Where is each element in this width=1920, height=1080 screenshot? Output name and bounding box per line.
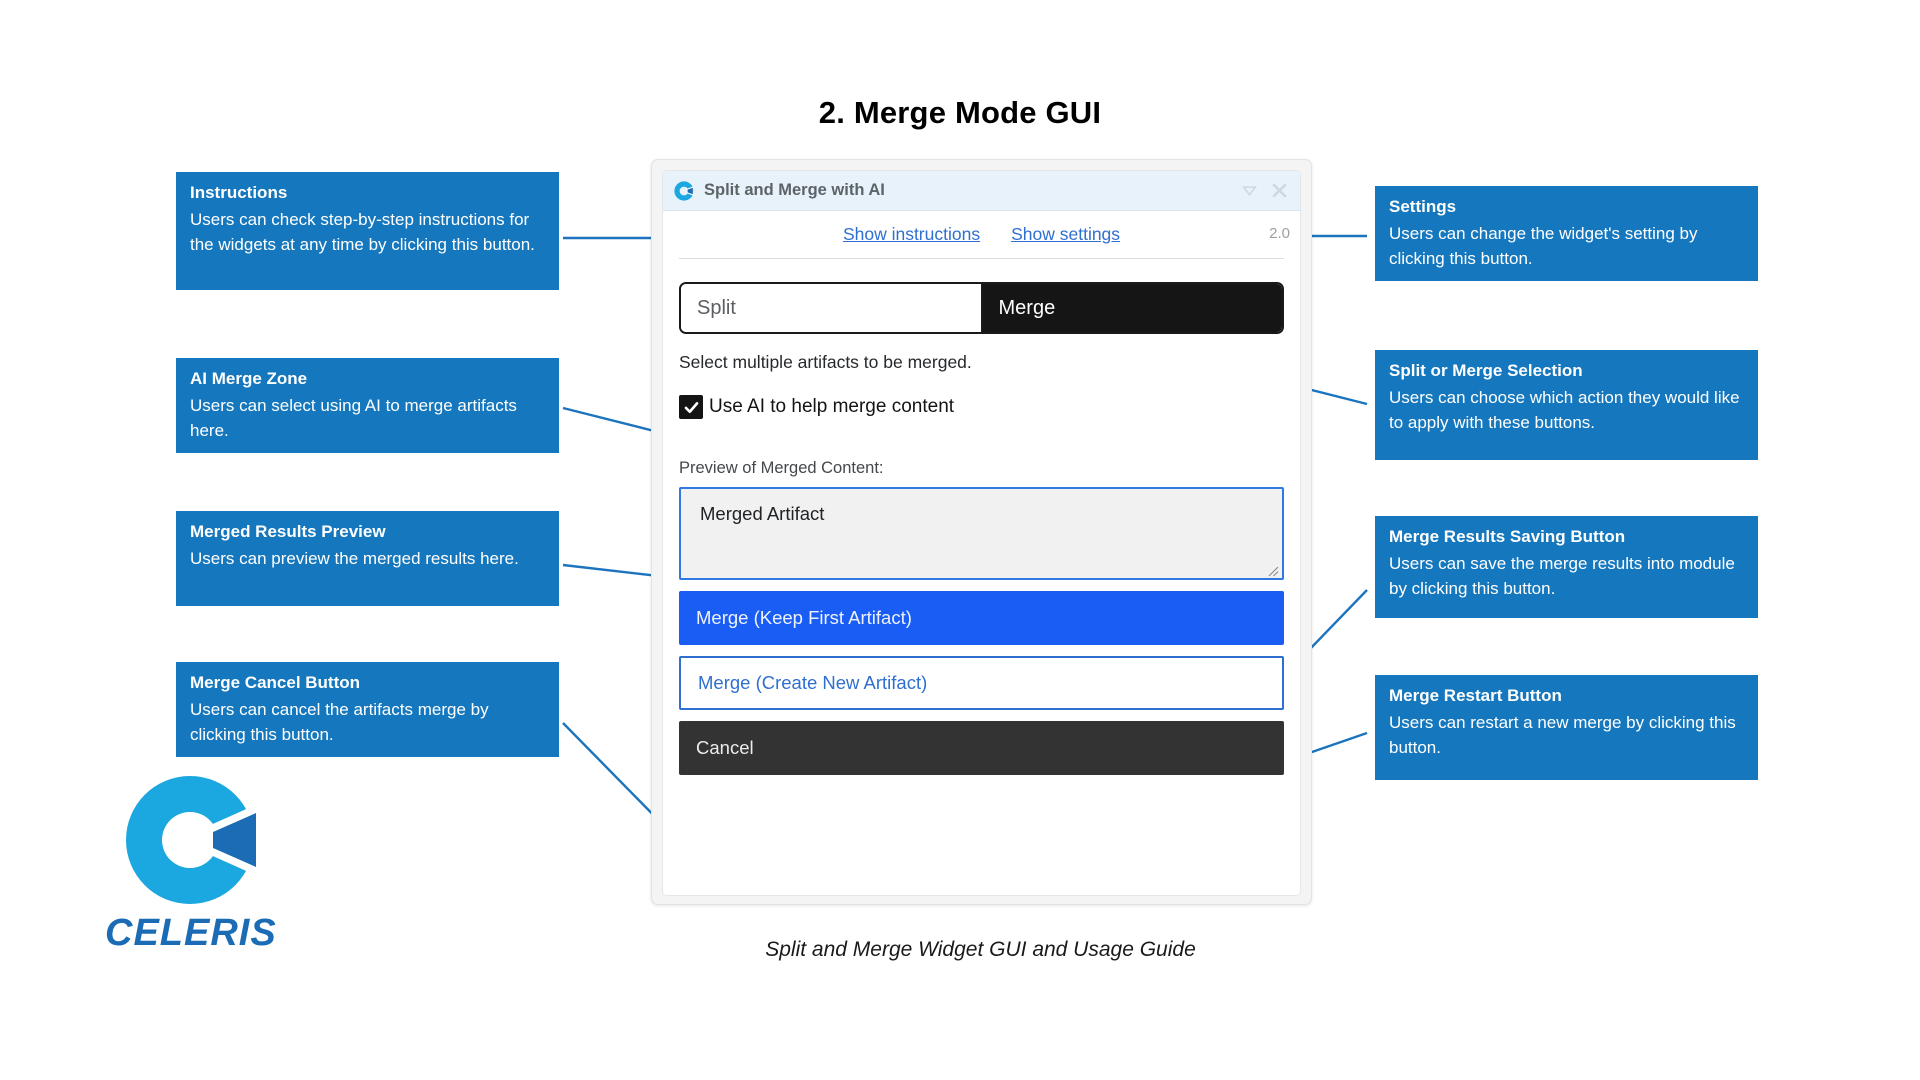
preview-label: Preview of Merged Content: (679, 459, 884, 477)
callout-merge-restart-button: Merge Restart Button Users can restart a… (1375, 675, 1758, 780)
chevron-down-icon[interactable] (1241, 182, 1258, 199)
mode-toggle: Split Merge (679, 282, 1284, 334)
merge-hint-text: Select multiple artifacts to be merged. (679, 352, 972, 372)
version-label: 2.0 (1269, 225, 1290, 242)
checkmark-icon (683, 399, 700, 416)
merged-content-preview[interactable]: Merged Artifact (679, 487, 1284, 580)
widget-title: Split and Merge with AI (704, 181, 885, 199)
widget-card: Split and Merge with AI (651, 159, 1312, 905)
callout-title: Merged Results Preview (190, 522, 386, 541)
callout-body: Users can save the merge results into mo… (1389, 553, 1735, 598)
callout-body: Users can check step-by-step instruction… (190, 209, 535, 254)
callout-instructions: Instructions Users can check step-by-ste… (176, 172, 559, 290)
callout-body: Users can preview the merged results her… (190, 548, 519, 568)
callout-merged-results-preview: Merged Results Preview Users can preview… (176, 511, 559, 606)
brand-logo: CELERIS (105, 770, 345, 955)
widget-links-row: Show instructions Show settings 2.0 (679, 211, 1290, 259)
callout-title: Settings (1389, 197, 1457, 216)
use-ai-checkbox-label: Use AI to help merge content (709, 396, 955, 417)
callout-settings: Settings Users can change the widget's s… (1375, 186, 1758, 281)
widget-titlebar: Split and Merge with AI (663, 171, 1300, 211)
callout-body: Users can restart a new merge by clickin… (1389, 712, 1736, 757)
mode-toggle-merge[interactable]: Merge (982, 284, 1282, 332)
celeris-c-logo-icon (117, 770, 267, 910)
show-instructions-link[interactable]: Show instructions (842, 224, 981, 244)
use-ai-checkbox[interactable] (679, 395, 703, 419)
celeris-logo-icon (673, 180, 695, 202)
merge-create-new-button[interactable]: Merge (Create New Artifact) (679, 656, 1284, 710)
callout-title: AI Merge Zone (190, 369, 308, 388)
callout-ai-merge-zone: AI Merge Zone Users can select using AI … (176, 358, 559, 453)
resize-grip-icon[interactable] (1267, 564, 1279, 577)
widget-body: Show instructions Show settings 2.0 Spli… (663, 211, 1300, 895)
callout-body: Users can cancel the artifacts merge by … (190, 699, 489, 744)
page-title: 2. Merge Mode GUI (818, 95, 1102, 130)
merged-content-value: Merged Artifact (700, 503, 825, 524)
callout-merge-results-saving-button: Merge Results Saving Button Users can sa… (1375, 516, 1758, 618)
callout-split-or-merge-selection: Split or Merge Selection Users can choos… (1375, 350, 1758, 460)
callout-merge-cancel-button: Merge Cancel Button Users can cancel the… (176, 662, 559, 757)
callout-title: Merge Restart Button (1389, 686, 1562, 705)
callout-title: Merge Results Saving Button (1389, 527, 1626, 546)
mode-toggle-split[interactable]: Split (681, 284, 983, 332)
callout-body: Users can choose which action they would… (1389, 387, 1740, 432)
close-icon[interactable] (1271, 182, 1288, 199)
figure-caption: Split and Merge Widget GUI and Usage Gui… (765, 938, 1196, 961)
cancel-button[interactable]: Cancel (679, 721, 1284, 775)
use-ai-checkbox-row[interactable]: Use AI to help merge content (679, 395, 1284, 419)
callout-title: Split or Merge Selection (1389, 361, 1583, 380)
callout-body: Users can change the widget's setting by… (1389, 223, 1698, 268)
widget-panel: Split and Merge with AI (662, 170, 1301, 896)
callout-body: Users can select using AI to merge artif… (190, 395, 517, 440)
callout-title: Merge Cancel Button (190, 673, 361, 692)
show-settings-link[interactable]: Show settings (1011, 224, 1121, 244)
brand-wordmark: CELERIS (105, 912, 277, 954)
merge-keep-first-button[interactable]: Merge (Keep First Artifact) (679, 591, 1284, 645)
callout-title: Instructions (190, 183, 288, 202)
